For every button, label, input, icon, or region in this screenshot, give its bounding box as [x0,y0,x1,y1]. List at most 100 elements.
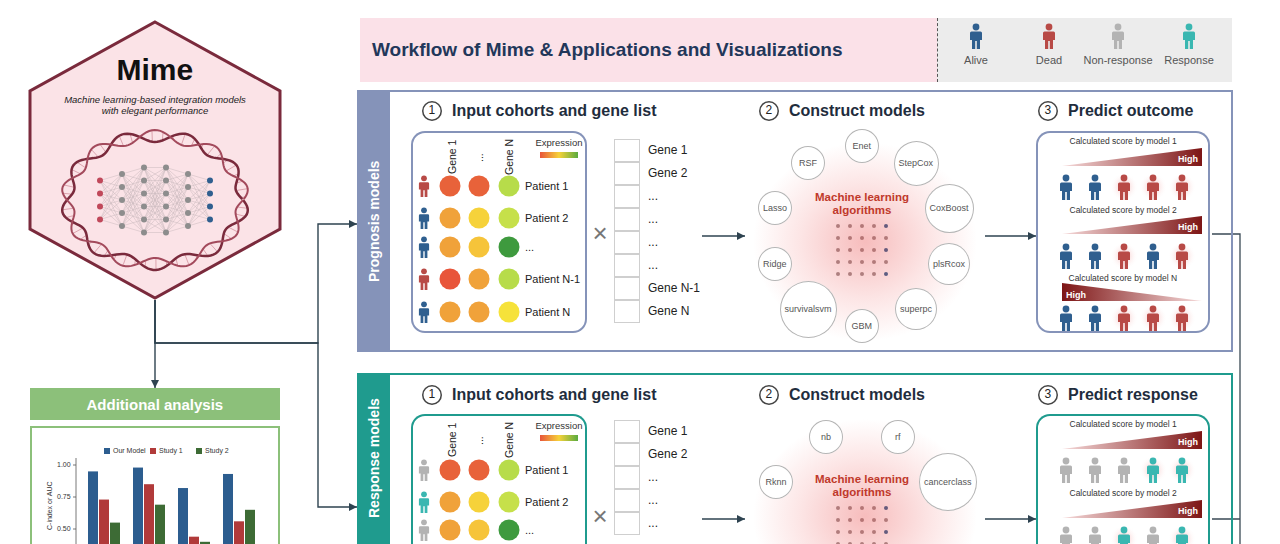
person-head [421,491,427,497]
network-link [144,168,166,220]
dna-rung [228,227,238,232]
row-label: Patient N [525,306,570,319]
dna-rung [236,214,246,216]
person-head [1092,175,1099,182]
network-link [100,181,122,227]
expression-dot [469,492,490,513]
chart-bar [245,510,255,544]
network-node [185,197,191,203]
row-label: ... [525,524,534,537]
person-icon [1168,525,1196,544]
expression-dot [440,237,461,258]
column-header: Gene N [503,139,515,175]
person-body [1147,466,1159,484]
person-icon [1060,458,1072,483]
score-caption: Calculated score by model N [1069,274,1178,284]
person-icon [1110,173,1138,201]
expression-dot [499,269,520,290]
network-node [207,191,213,197]
person-icon [1147,244,1159,269]
network-link [100,194,122,227]
step-number-text: 3 [1045,104,1052,118]
network-link [144,168,166,194]
connector-arrow [702,235,745,236]
network-link [122,226,144,233]
chart-label: Study 2 [205,447,229,455]
network-node [119,184,125,190]
person-head [1063,244,1070,251]
person-head [1150,175,1157,182]
person-icon [1112,24,1124,49]
network-link [122,220,144,227]
person-body [419,526,429,541]
algorithm-name: Enet [853,141,872,151]
step-number-text: 2 [766,388,773,402]
dna-rung [226,165,236,171]
network-link [144,168,166,181]
step-heading: Construct models [789,102,925,120]
person-head [421,459,427,465]
person-icon [970,24,982,49]
person-body [1060,183,1072,201]
algorithm-circle: cancerclass [919,453,977,511]
column-header: Gene 1 [446,423,458,457]
algorithm-circle: Enet [845,129,879,163]
expression-dot [499,520,520,541]
network-link [166,226,188,233]
dna-rung [236,189,248,191]
panel-band [357,90,390,352]
row-label: Patient 1 [525,180,568,193]
person-icon [1089,175,1101,200]
network-link [100,174,122,220]
gene-label: ... [614,254,658,277]
algorithm-name: RSF [799,158,817,168]
scale-label: Expression [536,138,583,149]
step-heading: Input cohorts and gene list [452,386,656,404]
logo-title: Mime [117,53,194,88]
person-head [421,519,427,525]
section-title: Additional analysis [87,396,224,413]
person-icon [1183,24,1195,49]
person-head [1150,306,1157,313]
expression-dot [440,208,461,229]
dna-strand [62,134,248,270]
gene-label: ... [614,489,658,512]
person-head [1092,244,1099,251]
algorithm-name: Lasso [763,203,787,213]
person-icon [1139,304,1167,332]
score-caption: Calculated score by model 1 [1070,137,1177,147]
gene-label: Gene 2 [614,162,687,185]
score-wedge [1062,148,1202,166]
score-wedge [1062,431,1202,449]
legend-text: Alive [931,54,1021,66]
person-icon [1168,242,1196,270]
hub-label: Machine learning algorithms [810,191,914,217]
network-node [141,178,147,184]
algorithm-circle: GBM [845,309,879,343]
highlight-glow [1168,242,1196,270]
person-head [1092,527,1099,534]
step-number-text: 3 [1045,388,1052,402]
network-link [122,200,144,233]
legend-text: Response [1144,54,1234,66]
legend-swatch [1178,22,1200,52]
person-body [970,32,982,50]
panel-band [357,373,390,544]
row-label: Patient N-1 [525,273,580,286]
step-number-text: 1 [429,104,436,118]
person-head [421,268,427,274]
person-head [1046,24,1053,31]
algorithm-circle: superpc [895,288,937,330]
person-icon [1168,173,1196,201]
score-caption: Calculated score by model 2 [1070,206,1177,216]
person-icon [1060,306,1072,331]
network-node [207,217,213,223]
person-head [421,236,427,242]
score-wedge [1062,283,1202,301]
dna-rung [91,149,98,157]
highlight-glow [1110,304,1138,332]
person-icon [1110,525,1138,544]
person-icon [1118,458,1130,483]
network-node [141,217,147,223]
